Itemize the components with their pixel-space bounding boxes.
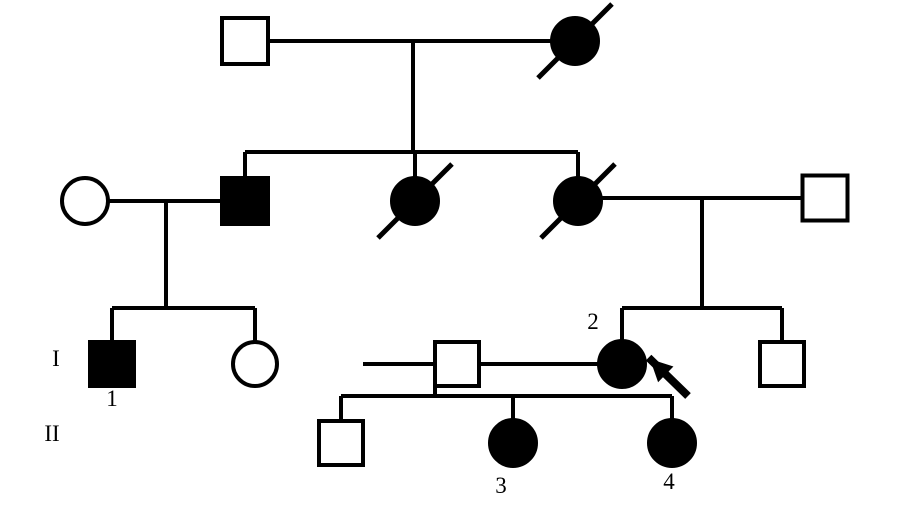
individual-id-label-3: 3 xyxy=(495,473,507,498)
individual-IV-female-4[interactable] xyxy=(647,418,697,468)
filled-circle-female-symbol xyxy=(647,418,697,468)
individual-id-label-1: 1 xyxy=(106,386,118,411)
individual-I-male-1[interactable] xyxy=(220,16,270,66)
open-square-male-symbol xyxy=(220,16,270,66)
individual-id-label-2: 2 xyxy=(587,309,599,334)
individual-IV-male-1[interactable] xyxy=(317,419,365,467)
individual-II-female-3[interactable] xyxy=(539,162,617,240)
open-circle-female-symbol xyxy=(60,176,110,226)
filled-circle-female-symbol xyxy=(597,339,647,389)
filled-square-male-symbol xyxy=(220,176,270,226)
individual-III-female-1[interactable] xyxy=(231,340,279,388)
filled-circle-female-symbol xyxy=(488,418,538,468)
deceased-slash-icon xyxy=(539,162,617,240)
individual-id-label-4: 4 xyxy=(663,469,675,494)
individual-II-female-2[interactable] xyxy=(376,162,454,240)
generation-label-II: II xyxy=(44,421,59,446)
deceased-slash-icon xyxy=(376,162,454,240)
open-circle-female-symbol xyxy=(231,340,279,388)
proband-arrow-layer xyxy=(645,354,691,399)
individual-II-male-1[interactable] xyxy=(220,176,270,226)
individual-II-female-spouse[interactable] xyxy=(60,176,110,226)
deceased-slash-icon xyxy=(536,2,614,80)
individual-III-male-1[interactable] xyxy=(88,340,136,388)
filled-square-male-symbol xyxy=(88,340,136,388)
generation-label-I: I xyxy=(52,346,60,371)
individual-IV-female-3[interactable] xyxy=(488,418,538,468)
individual-II-male-spouse[interactable] xyxy=(800,173,850,223)
proband-arrow-head xyxy=(650,359,674,383)
open-square-male-symbol xyxy=(433,340,481,388)
open-square-male-symbol xyxy=(758,340,806,388)
individual-III-female-2[interactable] xyxy=(597,339,647,389)
open-square-male-symbol xyxy=(800,173,850,223)
open-square-male-symbol xyxy=(317,419,365,467)
proband-arrow-icon xyxy=(645,354,691,399)
connector-layer xyxy=(108,39,803,422)
individual-III-male-spouse[interactable] xyxy=(433,340,481,388)
individual-III-male-2[interactable] xyxy=(758,340,806,388)
symbol-layer xyxy=(60,2,850,468)
individual-I-female-1[interactable] xyxy=(536,2,614,80)
